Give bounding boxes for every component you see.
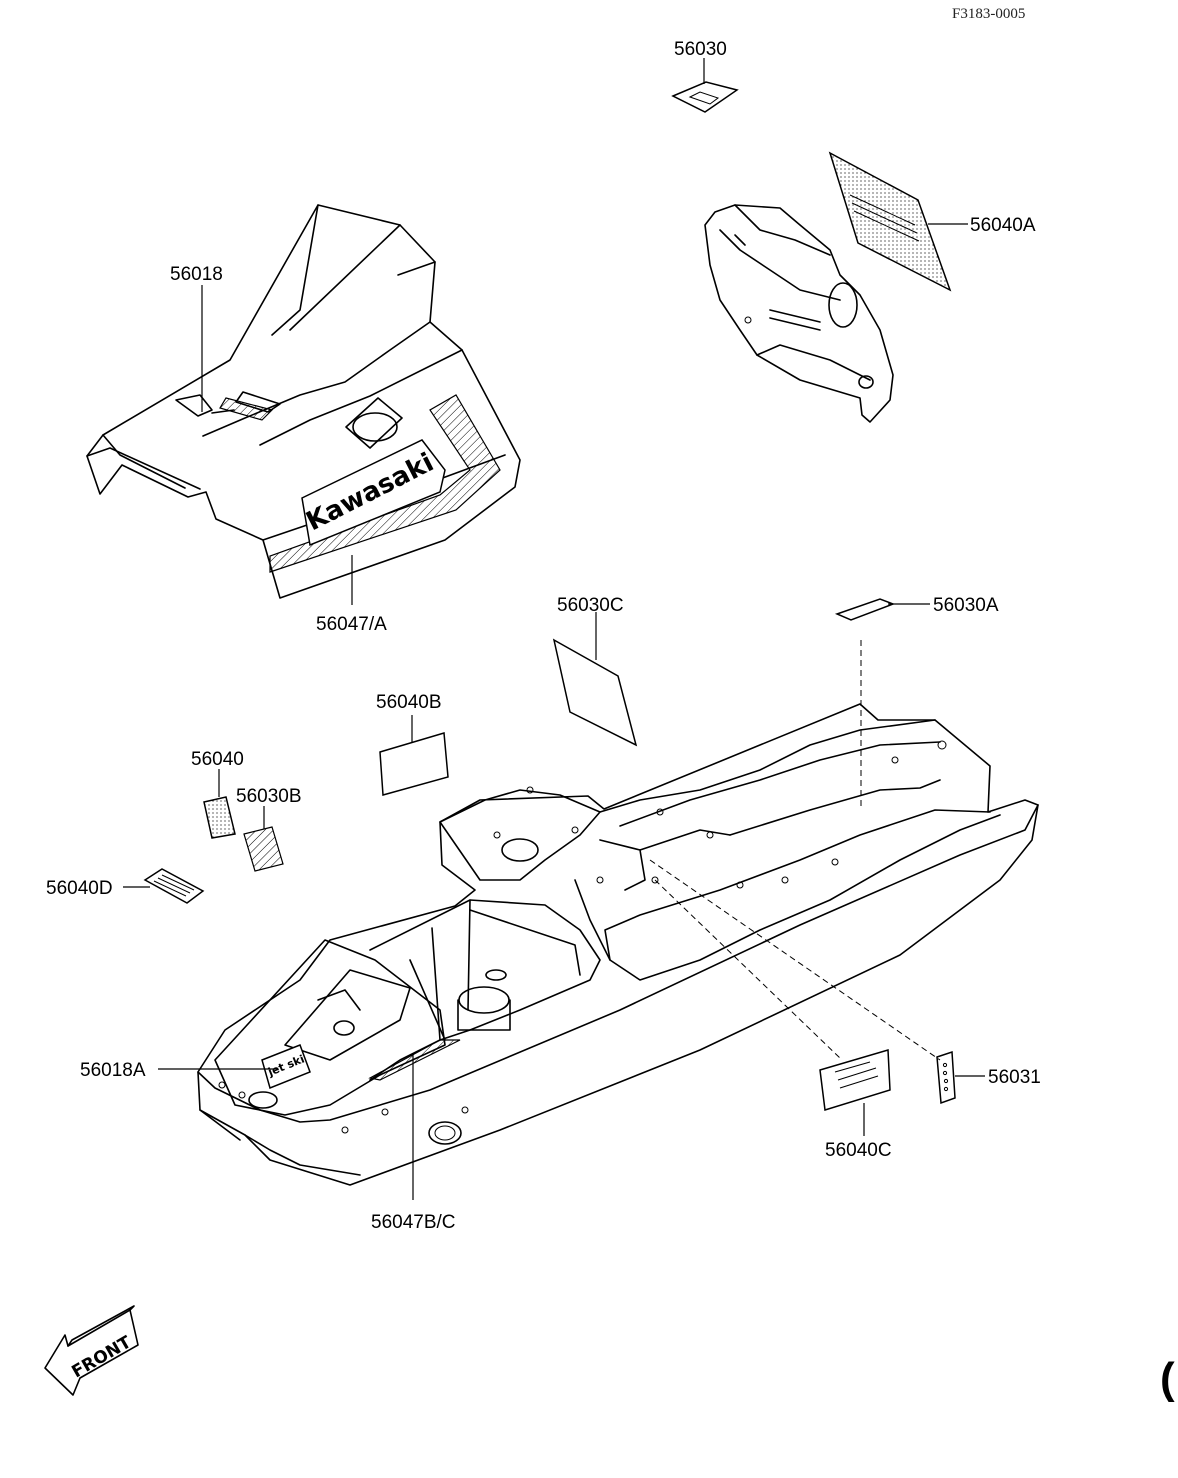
label-56030B: 56030B [236,786,302,807]
decal-56040D [143,868,205,904]
engine-cover-drawing: Kawasaki [86,204,521,599]
label-56030: 56030 [674,39,727,60]
decal-56040 [203,796,236,839]
label-56040B: 56040B [376,692,442,713]
rear-cover-drawing [704,204,894,423]
label-56031: 56031 [988,1067,1041,1088]
decal-56031 [936,1050,956,1105]
decal-56030 [671,81,739,113]
label-56030C: 56030C [557,595,624,616]
edge-mark: ( [1160,1354,1175,1403]
decal-56030A [834,598,896,621]
front-arrow: FRONT [44,1305,139,1396]
label-56047A: 56047/A [316,614,387,635]
label-56018: 56018 [170,264,223,285]
hull-rivets [218,740,947,1134]
label-56018A: 56018A [80,1060,146,1081]
decal-56030B [243,826,284,872]
label-56040A: 56040A [970,215,1036,236]
label-56040D: 56040D [46,878,113,899]
decal-56040C [819,1049,891,1111]
label-56030A: 56030A [933,595,999,616]
reference-code: F3183-0005 [952,6,1025,22]
hull-drawing: jet ski [197,703,1039,1186]
decal-56040A [828,151,952,292]
label-56040: 56040 [191,749,244,770]
decal-56040B [379,732,449,796]
decal-56030C [552,638,638,747]
label-56047BC: 56047B/C [371,1212,456,1233]
label-56040C: 56040C [825,1140,892,1161]
